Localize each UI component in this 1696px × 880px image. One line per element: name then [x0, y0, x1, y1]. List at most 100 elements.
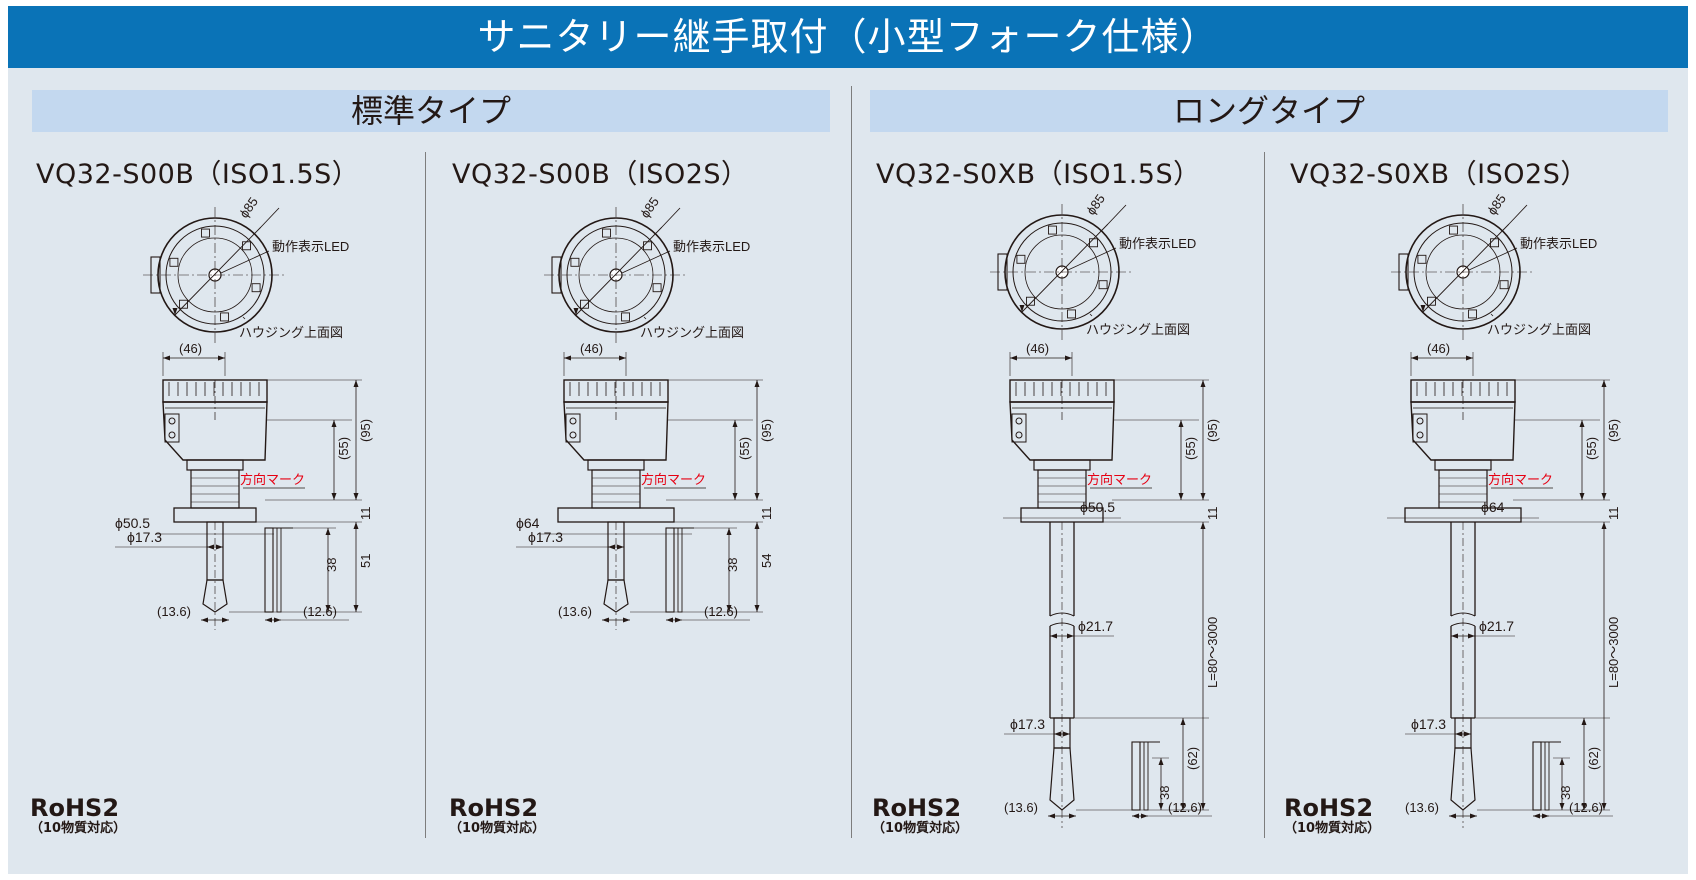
- housing-screw: [602, 228, 611, 238]
- housing-screw: [652, 283, 662, 293]
- drawing-outline: [1532, 741, 1542, 811]
- drawing-outline: [665, 527, 675, 613]
- drawing-outline: [164, 413, 180, 443]
- housing-screw: [1048, 225, 1057, 235]
- dimension-arrow: [608, 544, 615, 550]
- dimension-arrow: [353, 493, 359, 500]
- dimension-arrow: [1559, 803, 1565, 810]
- dimension-label: (46): [179, 341, 202, 356]
- housing-screw: [1026, 296, 1035, 306]
- dimension-label: (12.6): [1168, 800, 1202, 815]
- page-title: サニタリー継手取付（小型フォーク仕様）: [477, 15, 1219, 59]
- rohs-label: RoHS2: [872, 794, 962, 822]
- dimension-arrow: [265, 617, 272, 623]
- housing-screw: [1067, 309, 1076, 319]
- dimension-label: (12.6): [704, 604, 738, 619]
- dimension-arrow: [274, 617, 281, 623]
- dimension-arrow: [573, 308, 579, 315]
- dimension-label: ϕ64: [1481, 499, 1505, 515]
- rohs-note: （10物質対応）: [30, 821, 127, 836]
- dimension-label: (95): [358, 419, 373, 442]
- section-label-standard: 標準タイプ: [350, 92, 511, 130]
- dimension-label: 方向マーク: [1087, 472, 1152, 487]
- drawing-4: ϕ85動作表示LEDハウジング上面図方向マーク(46)(95)(55)11ϕ64…: [1387, 191, 1621, 828]
- dimension-arrow: [222, 617, 229, 623]
- dimension-arrow: [754, 522, 760, 529]
- dimension-label: (13.6): [1405, 800, 1439, 815]
- section-label-long: ロングタイプ: [1172, 92, 1365, 130]
- dimension-arrow: [1468, 633, 1475, 639]
- drawing-line: [1490, 313, 1494, 317]
- housing-screw: [242, 241, 251, 251]
- housing-screw: [1490, 238, 1499, 248]
- dimension-label: ϕ85: [1484, 191, 1509, 217]
- dimension-label: (55): [336, 437, 351, 460]
- rohs-badge: RoHS2 （10物質対応）: [449, 795, 545, 837]
- dimension-label: ϕ17.3: [1411, 716, 1446, 732]
- dimension-label: ϕ50.5: [115, 515, 150, 531]
- drawing-line: [242, 316, 246, 320]
- rohs-note: （10物質対応）: [872, 821, 969, 836]
- drawing-outline: [587, 459, 645, 471]
- model-name: VQ32-S0XB（ISO2S）: [1290, 159, 1588, 190]
- dimension-arrow: [1559, 758, 1565, 765]
- dimension-label: 動作表示LED: [272, 239, 349, 254]
- dimension-arrow: [1067, 633, 1074, 639]
- dimension-label: 38: [324, 558, 339, 572]
- column-divider: [425, 152, 426, 838]
- dimension-label: 38: [1558, 786, 1573, 800]
- drawing-outline: [264, 527, 274, 613]
- housing-screw: [570, 257, 580, 267]
- dimension-arrow: [1411, 355, 1418, 361]
- dimension-label: ハウジング上面図: [1487, 322, 1591, 337]
- drawing-line: [1107, 204, 1127, 225]
- dimension-label: 動作表示LED: [1520, 236, 1597, 251]
- dimension-label: (46): [1427, 341, 1450, 356]
- drawing-line: [220, 250, 270, 274]
- dimension-label: ϕ21.7: [1078, 618, 1113, 634]
- housing-screw: [580, 299, 589, 309]
- drawing-3: ϕ85動作表示LEDハウジング上面図方向マーク(46)(95)(55)11ϕ50…: [990, 191, 1220, 828]
- drawing-line: [260, 207, 280, 228]
- dimension-label: 動作表示LED: [1119, 236, 1196, 251]
- dimension-arrow: [675, 617, 682, 623]
- dimension-label: ϕ85: [637, 194, 662, 220]
- dimension-label: 54: [759, 554, 774, 568]
- dimension-label: (55): [737, 437, 752, 460]
- dimension-label: (13.6): [558, 604, 592, 619]
- dimension-arrow: [218, 355, 225, 361]
- dimension-arrow: [1050, 633, 1057, 639]
- dimension-arrow: [325, 528, 331, 535]
- housing-screw: [1449, 225, 1458, 235]
- dimension-arrow: [619, 355, 626, 361]
- dimension-label: L=80～3000: [1205, 617, 1220, 688]
- model-name: VQ32-S00B（ISO2S）: [452, 159, 749, 190]
- dimension-arrow: [1063, 731, 1070, 737]
- dimension-arrow: [1601, 493, 1607, 500]
- dimension-arrow: [331, 493, 337, 500]
- dimension-arrow: [207, 544, 214, 550]
- drawing-outline: [186, 459, 244, 471]
- connector: [1416, 417, 1424, 425]
- connector: [569, 431, 577, 439]
- dimension-arrow: [732, 420, 738, 427]
- drawing-line: [1089, 313, 1093, 317]
- dimension-arrow: [1455, 731, 1462, 737]
- dimension-arrow: [1158, 758, 1164, 765]
- housing-screw: [220, 312, 229, 322]
- dimension-label: 38: [725, 558, 740, 572]
- dimension-arrow: [1200, 380, 1206, 387]
- dimension-arrow: [1464, 731, 1471, 737]
- dimension-arrow: [1141, 813, 1148, 819]
- rohs-label: RoHS2: [1284, 794, 1374, 822]
- dimension-arrow: [1581, 718, 1587, 725]
- section-header-standard: 標準タイプ: [32, 90, 830, 132]
- drawing-outline: [1544, 741, 1550, 811]
- model-name: VQ32-S0XB（ISO1.5S）: [876, 159, 1201, 190]
- dimension-arrow: [1054, 731, 1061, 737]
- dimension-label: (55): [1183, 437, 1198, 460]
- fork-tine: [1049, 747, 1075, 811]
- housing-screw: [169, 257, 179, 267]
- dimension-label: L=80～3000: [1606, 617, 1621, 688]
- dimension-label: (55): [1584, 437, 1599, 460]
